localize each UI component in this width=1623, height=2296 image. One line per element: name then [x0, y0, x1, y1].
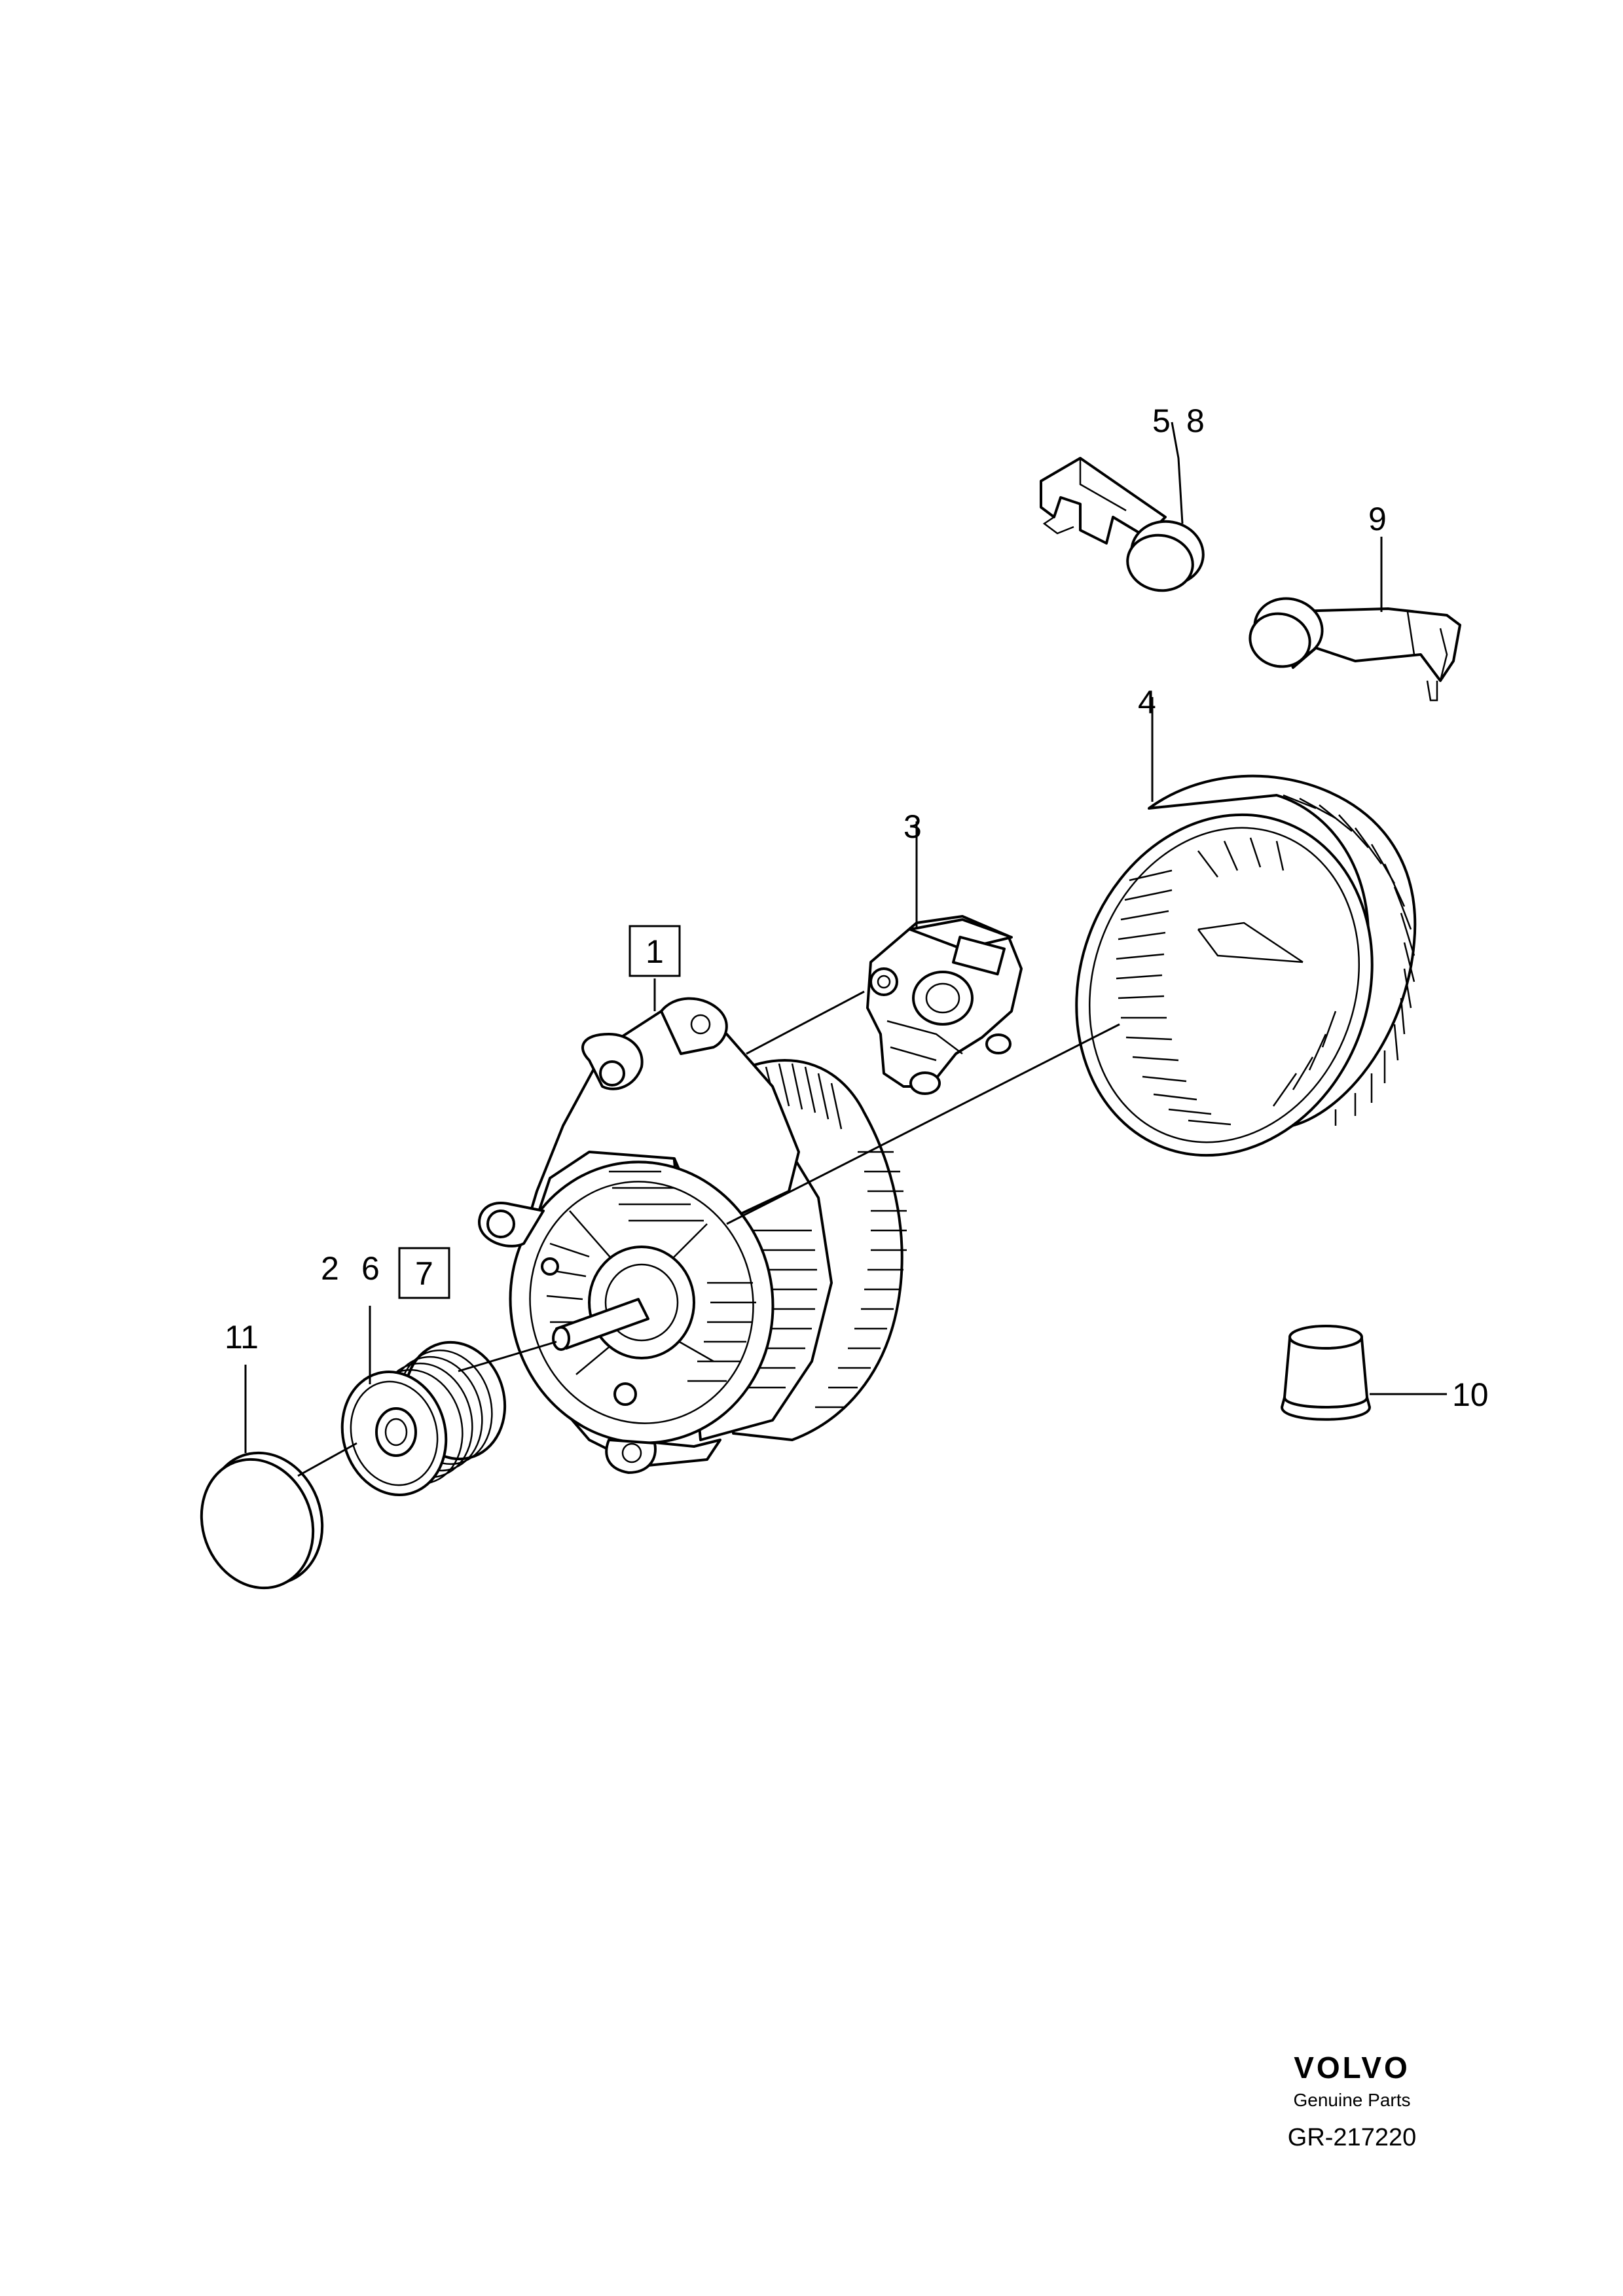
- callout-9: 9: [1368, 501, 1387, 537]
- part-5-8-clip: [1040, 422, 1205, 592]
- callout-4: 4: [1138, 684, 1156, 721]
- part-9-bracket: [1249, 537, 1461, 702]
- callout-5: 5: [1152, 403, 1171, 439]
- brand-tagline: Genuine Parts: [1294, 2090, 1411, 2110]
- callout-7-box: [398, 1247, 450, 1299]
- callout-8: 8: [1186, 403, 1205, 439]
- part-11-cap: [200, 1365, 357, 1590]
- part-4-rear-cover: [1075, 697, 1417, 1157]
- brand-logo: VOLVO: [1294, 2051, 1410, 2085]
- callout-2: 2: [321, 1250, 339, 1287]
- part-3-regulator: [866, 821, 1023, 1095]
- callout-1-box: [629, 925, 681, 977]
- part-2-6-7-pulley: [340, 1306, 557, 1496]
- callout-10: 10: [1452, 1376, 1489, 1413]
- callout-6: 6: [361, 1250, 380, 1287]
- callout-7: 7: [415, 1255, 433, 1292]
- part-1-alternator: [478, 978, 1120, 1474]
- callout-3: 3: [903, 808, 922, 845]
- part-10-plug-cap: [1281, 1325, 1447, 1421]
- callout-11: 11: [225, 1319, 259, 1355]
- diagram-reference: GR-217220: [1288, 2124, 1416, 2151]
- callout-1: 1: [646, 933, 664, 970]
